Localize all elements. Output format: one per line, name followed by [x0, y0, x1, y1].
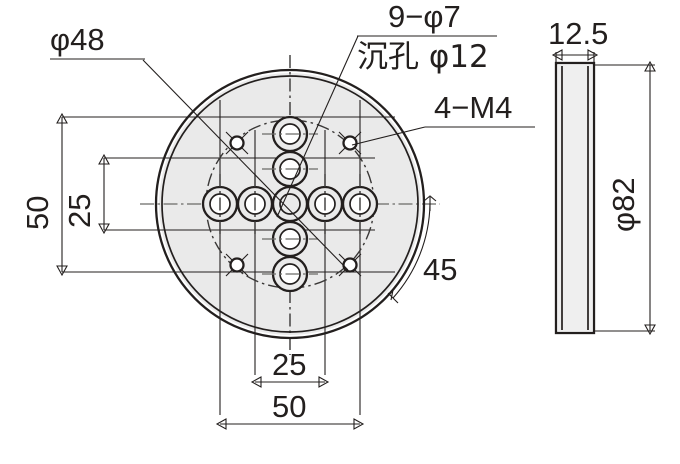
- hole-callout-leader: [276, 35, 359, 218]
- counterbore-hole: [201, 174, 239, 234]
- counterbore-hole: [262, 255, 318, 293]
- side-body-fill: [558, 65, 592, 331]
- label-side-diameter: φ82: [606, 177, 641, 232]
- counterbore-hole-group: [201, 115, 379, 293]
- inner-rim-circle: [161, 75, 419, 333]
- label-thread-callout: 4−M4: [434, 90, 512, 125]
- label-dim-vertical-inner: 25: [62, 194, 97, 228]
- thread-hole: [338, 131, 362, 155]
- counterbore-hole: [262, 115, 318, 153]
- counterbore-hole: [236, 174, 274, 234]
- label-dim-vertical-outer: 50: [20, 196, 55, 230]
- thread-hole: [225, 253, 249, 277]
- label-angle: 45: [423, 252, 457, 287]
- vertical-dimensions: [56, 112, 110, 277]
- counterbore-hole: [262, 150, 318, 188]
- thread-hole: [225, 131, 249, 155]
- label-holes-callout-bottom: 沉孔 φ12: [357, 39, 489, 75]
- outer-diameter-circle: [154, 68, 426, 340]
- bolt-circle-leader: [142, 59, 349, 271]
- side-view: [551, 49, 656, 336]
- front-view: [62, 35, 440, 415]
- counterbore-hole: [341, 174, 379, 234]
- horizontal-dimensions: [215, 376, 365, 430]
- dim-side-diameter: [594, 60, 656, 336]
- angle-indicator: [387, 195, 437, 304]
- label-holes-callout-top: 9−φ7: [388, 0, 461, 34]
- angle-arc: [392, 203, 431, 299]
- annotations: φ48 9−φ7 沉孔 φ12 4−M4 45 50 25 25 50 12.5…: [20, 0, 641, 424]
- label-dim-horizontal-outer: 50: [272, 389, 306, 424]
- label-bolt-circle: φ48: [50, 22, 105, 57]
- dim-thickness: [551, 49, 599, 63]
- side-profile-rect: [554, 61, 596, 335]
- label-side-thickness: 12.5: [548, 16, 608, 51]
- thread-callout-leader: [351, 126, 426, 146]
- counterbore-hole: [271, 185, 309, 223]
- label-dim-horizontal-inner: 25: [272, 347, 306, 382]
- counterbore-hole: [306, 174, 344, 234]
